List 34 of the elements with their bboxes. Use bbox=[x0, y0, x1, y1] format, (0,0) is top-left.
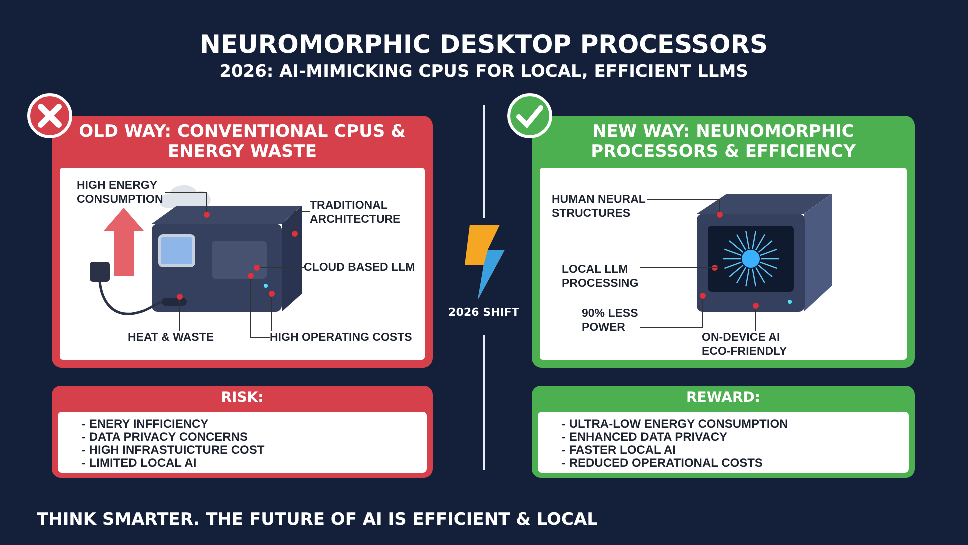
list-item: - HIGH INFRASTUICTURE COST bbox=[82, 443, 265, 457]
callout-label: ON-DEVICE AI ECO-FRIENDLY bbox=[702, 331, 789, 357]
callout-label: 90% LESS POWER bbox=[582, 307, 640, 333]
comparison-panel bbox=[532, 116, 915, 368]
footer-tagline: THINK SMARTER. THE FUTURE OF AI IS EFFICIENT & LOCAL bbox=[37, 510, 598, 530]
callout-label: TRADITIONAL ARCHITECTURE bbox=[310, 199, 402, 225]
list-item: - DATA PRIVACY CONCERNS bbox=[82, 430, 248, 444]
panel-heading: NEW WAY: NEUNOMORPHIC PROCESSORS & EFFICIENCY bbox=[590, 122, 857, 162]
shift-label: 2026 SHIFT bbox=[448, 306, 520, 319]
title: NEUROMORPHIC DESKTOP PROCESSORS bbox=[199, 30, 769, 59]
subtitle: 2026: AI-MIMICKING CPUS FOR LOCAL, EFFICIENT LLMS bbox=[218, 62, 750, 82]
list-item: - ENHANCED DATA PRIVACY bbox=[562, 430, 728, 444]
summary-card bbox=[52, 386, 433, 478]
callout-label: HEAT & WASTE bbox=[128, 331, 216, 343]
card-heading: REWARD: bbox=[686, 390, 762, 406]
leader-line bbox=[164, 192, 208, 212]
leader-line bbox=[294, 212, 310, 232]
list-item: - ENERY INFFICIENCY bbox=[82, 417, 209, 431]
list-item: - FASTER LOCAL AI bbox=[562, 443, 676, 457]
panel-heading: OLD WAY: CONVENTIONAL CPUS & ENERGY WASTE bbox=[78, 122, 407, 162]
leader-line bbox=[646, 200, 720, 212]
callout-label: HIGH ENERGY CONSUMPTION bbox=[77, 179, 165, 205]
card-heading: RISK: bbox=[220, 390, 265, 406]
callout-label: LOCAL LLM PROCESSING bbox=[562, 263, 640, 289]
list-item: - LIMITED LOCAL AI bbox=[82, 456, 197, 470]
leader-line bbox=[640, 298, 704, 328]
callout-label: HIGH OPERATING COSTS bbox=[270, 331, 414, 343]
leader-line bbox=[250, 278, 270, 338]
summary-card bbox=[532, 386, 915, 478]
comparison-panel bbox=[52, 116, 433, 368]
callout-label: CLOUD BASED LLM bbox=[304, 261, 417, 273]
list-item: - ULTRA-LOW ENERGY CONSUMPTION bbox=[562, 417, 788, 431]
callout-label: HUMAN NEURAL STRUCTURES bbox=[552, 193, 647, 219]
list-item: - REDUCED OPERATIONAL COSTS bbox=[562, 456, 763, 470]
